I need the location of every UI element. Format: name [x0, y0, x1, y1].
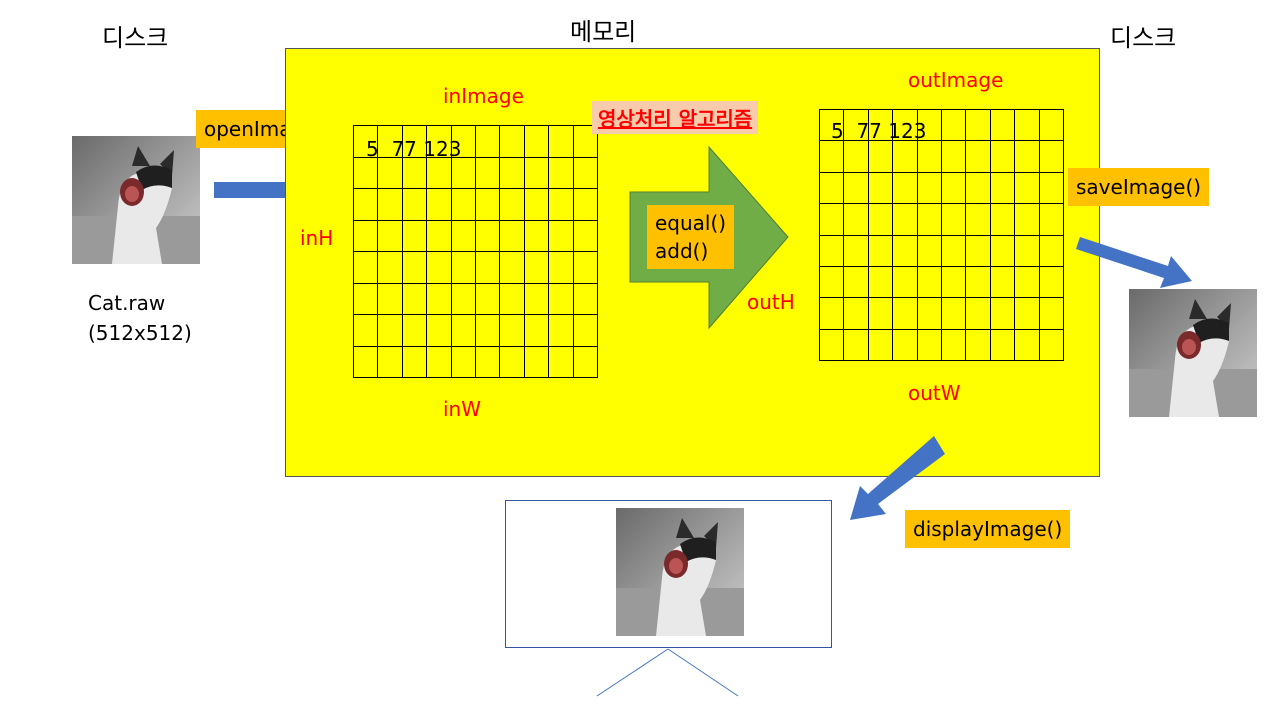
out-height-label: outH — [747, 290, 795, 314]
cat-photo-icon — [1129, 289, 1257, 417]
display-cat-image — [616, 508, 744, 636]
out-image-grid — [819, 109, 1064, 361]
cat-photo-icon — [72, 136, 200, 264]
algorithm-functions: equal() add() — [647, 205, 735, 269]
output-cat-image — [1129, 289, 1257, 417]
in-image-label: inImage — [443, 84, 524, 108]
add-function: add() — [655, 239, 709, 263]
out-width-label: outW — [908, 381, 961, 405]
equal-function: equal() — [655, 211, 727, 235]
out-image-values: 5 77 123 — [831, 119, 927, 143]
monitor-stand — [596, 648, 739, 697]
in-width-label: inW — [443, 397, 482, 421]
file-name: Cat.raw — [88, 291, 166, 315]
in-image-values: 5 77 123 — [366, 137, 462, 161]
save-image-function: saveImage() — [1068, 168, 1210, 206]
disk-right-label: 디스크 — [1110, 24, 1177, 52]
display-image-function: displayImage() — [905, 510, 1071, 548]
in-image-grid — [353, 125, 598, 378]
algorithm-label: 영상처리 알고리즘 — [592, 101, 759, 134]
display-arrow-icon — [850, 436, 945, 520]
file-caption: Cat.raw (512x512) — [88, 288, 192, 348]
open-arrow-icon — [214, 170, 332, 210]
disk-left-label: 디스크 — [102, 24, 169, 52]
file-size: (512x512) — [88, 321, 192, 345]
cat-photo-icon — [616, 508, 744, 636]
memory-label: 메모리 — [570, 18, 637, 46]
input-cat-image — [72, 136, 200, 264]
out-image-label: outImage — [908, 68, 1004, 92]
in-height-label: inH — [300, 226, 334, 250]
save-arrow-icon — [1076, 237, 1192, 288]
